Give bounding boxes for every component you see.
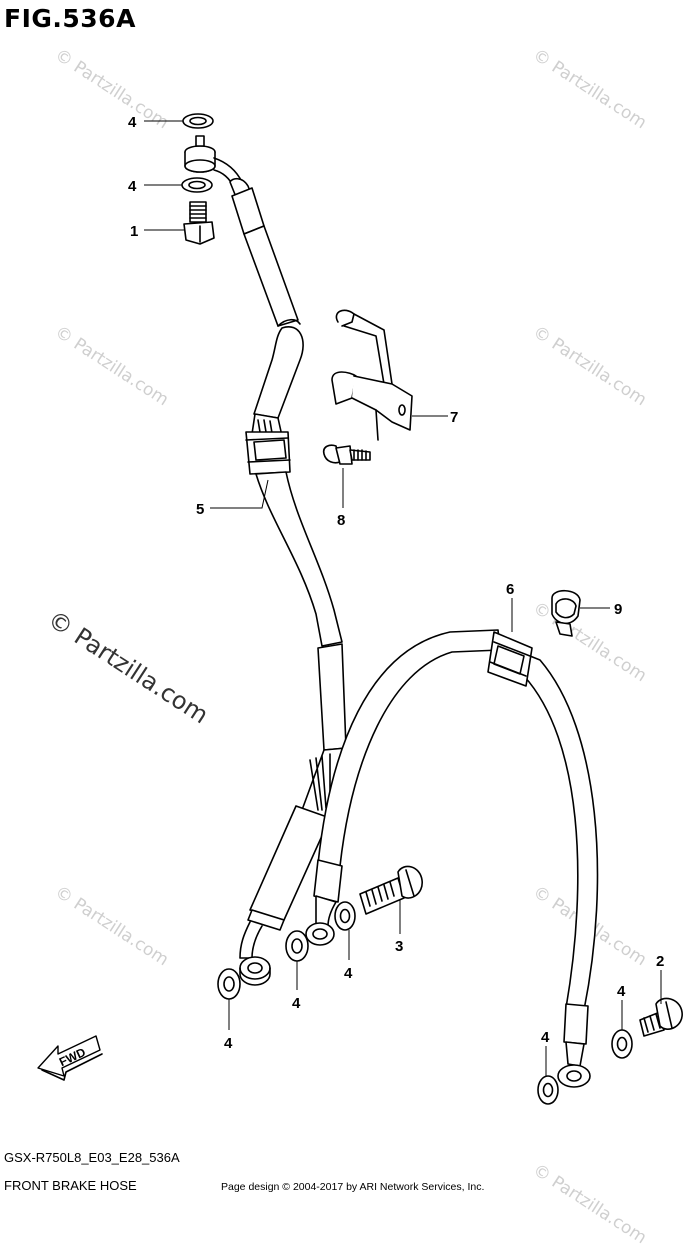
washer xyxy=(537,1075,559,1105)
callout-4: 4 xyxy=(541,1029,550,1046)
callout-9: 9 xyxy=(614,601,622,618)
union-bolt-2 xyxy=(639,997,683,1037)
hose-clamp xyxy=(551,589,581,637)
callout-4: 4 xyxy=(617,983,626,1000)
callout-1: 1 xyxy=(130,223,138,240)
leader-lines xyxy=(144,120,662,1076)
page-credit: Page design © 2004-2017 by ARI Network S… xyxy=(221,1181,485,1193)
washer xyxy=(334,901,356,931)
fwd-arrow-icon xyxy=(37,1035,103,1081)
union-bolt-1 xyxy=(183,201,215,245)
callout-8: 8 xyxy=(337,512,345,529)
callout-2: 2 xyxy=(656,953,664,970)
lower-hose-left-end xyxy=(305,859,343,946)
callout-4: 4 xyxy=(344,965,353,982)
diagram-drawing: 4 4 1 5 7 8 6 9 3 4 4 4 2 4 4 FWD xyxy=(37,113,683,1105)
hose-bracket xyxy=(331,309,413,441)
upper-banjo-fitting xyxy=(184,135,243,189)
callout-4: 4 xyxy=(128,178,137,195)
upper-hose-long xyxy=(239,471,347,959)
callout-4: 4 xyxy=(292,995,301,1012)
washer xyxy=(611,1029,633,1059)
upper-hose-grommet xyxy=(245,431,291,475)
model-code: GSX-R750L8_E03_E28_536A xyxy=(4,1150,180,1165)
callout-labels: 4 4 1 5 7 8 6 9 3 4 4 4 2 4 4 xyxy=(128,114,664,1052)
upper-hose-segment xyxy=(251,326,304,437)
callout-5: 5 xyxy=(196,501,204,518)
parts-diagram: FIG.536A © Partzilla.com © Partzilla.com… xyxy=(4,4,683,1248)
upper-hose-lower-banjo xyxy=(239,956,271,986)
washer xyxy=(285,930,309,962)
lower-hose-arc xyxy=(317,629,599,1011)
fwd-label: FWD xyxy=(57,1045,88,1069)
upper-hose-pipe xyxy=(229,177,301,327)
washer xyxy=(217,968,241,1000)
callout-6: 6 xyxy=(506,581,514,598)
bracket-bolt xyxy=(322,444,371,465)
figure-name: FRONT BRAKE HOSE xyxy=(4,1178,137,1193)
figure-title: FIG.536A xyxy=(4,4,136,33)
callout-4: 4 xyxy=(128,114,137,131)
union-bolt-3 xyxy=(359,865,423,915)
callout-7: 7 xyxy=(450,409,458,426)
washer xyxy=(182,113,214,129)
lower-hose-right-end xyxy=(557,1003,591,1088)
callout-3: 3 xyxy=(395,938,403,955)
lower-hose-grommet xyxy=(487,631,533,687)
callout-4: 4 xyxy=(224,1035,233,1052)
washer xyxy=(181,177,213,193)
